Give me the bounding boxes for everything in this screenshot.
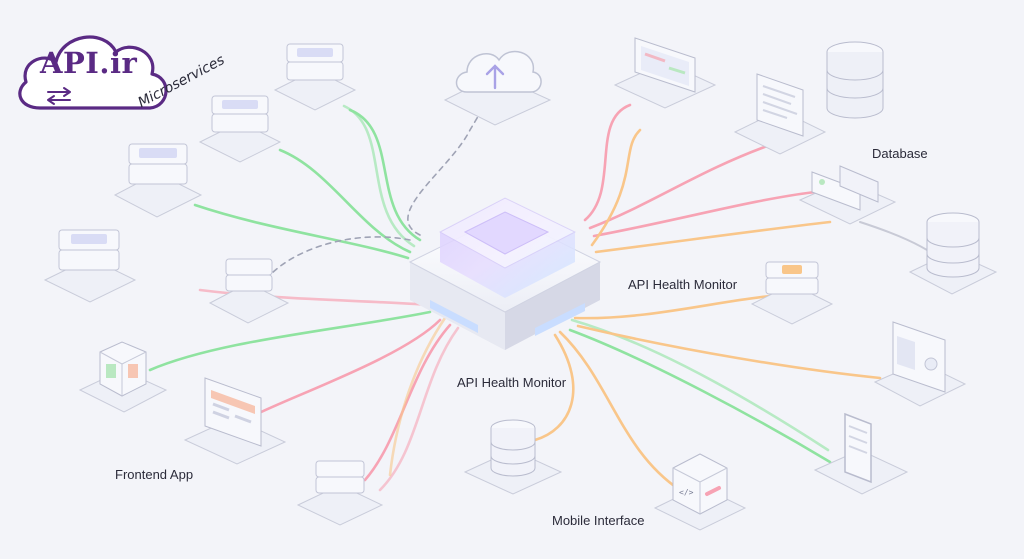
link-green: [568, 328, 832, 464]
api-gateway-hub: [408, 197, 602, 350]
link-orange: [558, 330, 682, 492]
logo: [18, 35, 168, 110]
link-green: [278, 148, 412, 254]
cloud-sync-icon: [18, 35, 168, 110]
link-green: [342, 104, 416, 248]
link-orange: [590, 128, 642, 247]
label-mobile-interface: Mobile Interface: [552, 513, 645, 528]
link-green: [348, 108, 422, 242]
label-frontend-app: Frontend App: [115, 467, 194, 482]
link-orange: [576, 324, 882, 380]
link-pink: [592, 190, 817, 238]
link-pink: [588, 143, 772, 230]
server-node: [113, 143, 203, 218]
link-pink: [363, 323, 452, 482]
label-api-health-monitor-below: API Health Monitor: [457, 375, 567, 390]
server-node: [198, 95, 282, 163]
label-database: Database: [872, 146, 928, 161]
server-node: [43, 229, 137, 303]
database-node: [826, 41, 884, 119]
link-gray-dashed: [407, 79, 496, 236]
link-orange: [594, 220, 832, 254]
link-green: [193, 203, 410, 260]
link-pink: [378, 326, 460, 492]
link-pink: [243, 318, 442, 422]
link-pink: [583, 103, 632, 222]
phone-node: [813, 412, 909, 495]
link-gray-dashed: [269, 236, 411, 276]
server-node: [208, 258, 290, 324]
logo-text: API.ir: [40, 46, 138, 80]
link-orange: [388, 316, 447, 477]
browser-node: [873, 321, 967, 407]
database-node: [908, 212, 998, 295]
link-orange: [533, 333, 575, 442]
link-green: [148, 310, 432, 372]
label-api-health-monitor-right: API Health Monitor: [628, 277, 738, 292]
cloud-upload-icon: [455, 50, 542, 93]
connection-lines: [148, 79, 936, 492]
code-file-node: [733, 73, 827, 155]
link-green: [570, 318, 830, 452]
link-gray: [859, 221, 936, 256]
monitor-node: [613, 37, 717, 109]
server-node: [296, 460, 384, 526]
frontend-node: [183, 377, 287, 465]
database-node: [463, 419, 563, 495]
router-node: [798, 165, 897, 225]
svg-text:</>: </>: [679, 488, 694, 497]
server-node: [273, 43, 357, 111]
server-node: [750, 261, 834, 325]
cube-node: [78, 341, 168, 413]
link-orange: [573, 293, 782, 320]
code-cube-node: </>: [653, 453, 747, 531]
cloud-node: [443, 50, 552, 126]
sync-arrow-icon: [47, 87, 71, 105]
